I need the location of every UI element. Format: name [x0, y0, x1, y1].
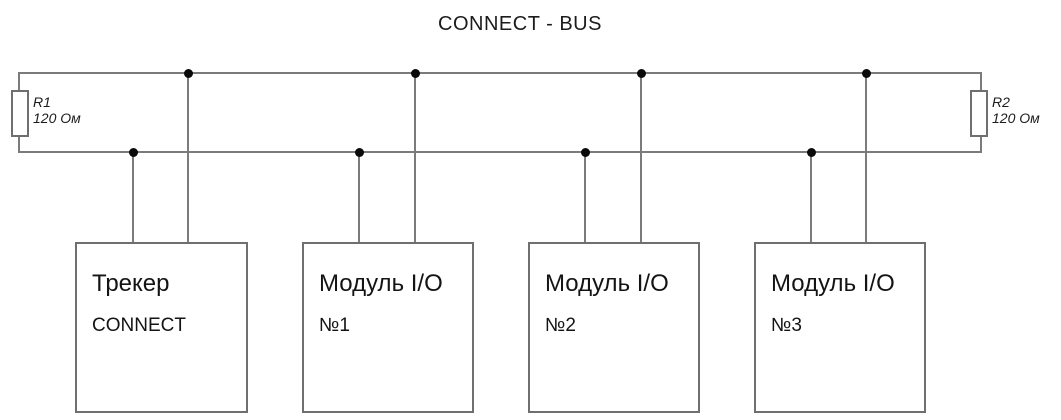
wire-top-device1 — [187, 72, 189, 242]
bus-line-top — [19, 72, 982, 74]
device-subtitle: CONNECT — [92, 315, 186, 336]
wire-top-device2 — [414, 72, 416, 242]
wire-bottom-device2 — [358, 151, 360, 242]
device-subtitle: №2 — [545, 315, 576, 336]
junction-dot — [637, 69, 646, 78]
device-subtitle: №3 — [771, 315, 802, 336]
resistor-r1 — [11, 90, 29, 137]
device-box-tracker: Трекер CONNECT — [75, 242, 248, 413]
junction-dot — [355, 148, 364, 157]
wire-bottom-device1 — [132, 151, 134, 242]
wire-top-device3 — [640, 72, 642, 242]
resistor-r2-name: R2 — [992, 94, 1010, 110]
junction-dot — [862, 69, 871, 78]
bus-line-bottom — [19, 151, 982, 153]
resistor-r2-value: 120 Ом — [992, 110, 1040, 126]
device-title: Трекер — [92, 270, 170, 297]
resistor-r1-label: R1 120 Ом — [33, 94, 81, 126]
resistor-r2-label: R2 120 Ом — [992, 94, 1040, 126]
junction-dot — [807, 148, 816, 157]
wire-bottom-device3 — [584, 151, 586, 242]
wire-top-device4 — [865, 72, 867, 242]
resistor-r1-value: 120 Ом — [33, 110, 81, 126]
device-title: Модуль I/O — [319, 270, 443, 297]
diagram-title: CONNECT - BUS — [438, 13, 602, 35]
device-box-io-module-3: Модуль I/O №3 — [754, 242, 926, 413]
resistor-r1-name: R1 — [33, 94, 51, 110]
device-subtitle: №1 — [319, 315, 350, 336]
junction-dot — [581, 148, 590, 157]
junction-dot — [129, 148, 138, 157]
device-title: Модуль I/O — [771, 270, 895, 297]
junction-dot — [184, 69, 193, 78]
resistor-r2 — [970, 90, 988, 137]
device-box-io-module-1: Модуль I/O №1 — [302, 242, 474, 413]
device-title: Модуль I/O — [545, 270, 669, 297]
device-box-io-module-2: Модуль I/O №2 — [528, 242, 700, 413]
wire-bottom-device4 — [810, 151, 812, 242]
junction-dot — [411, 69, 420, 78]
